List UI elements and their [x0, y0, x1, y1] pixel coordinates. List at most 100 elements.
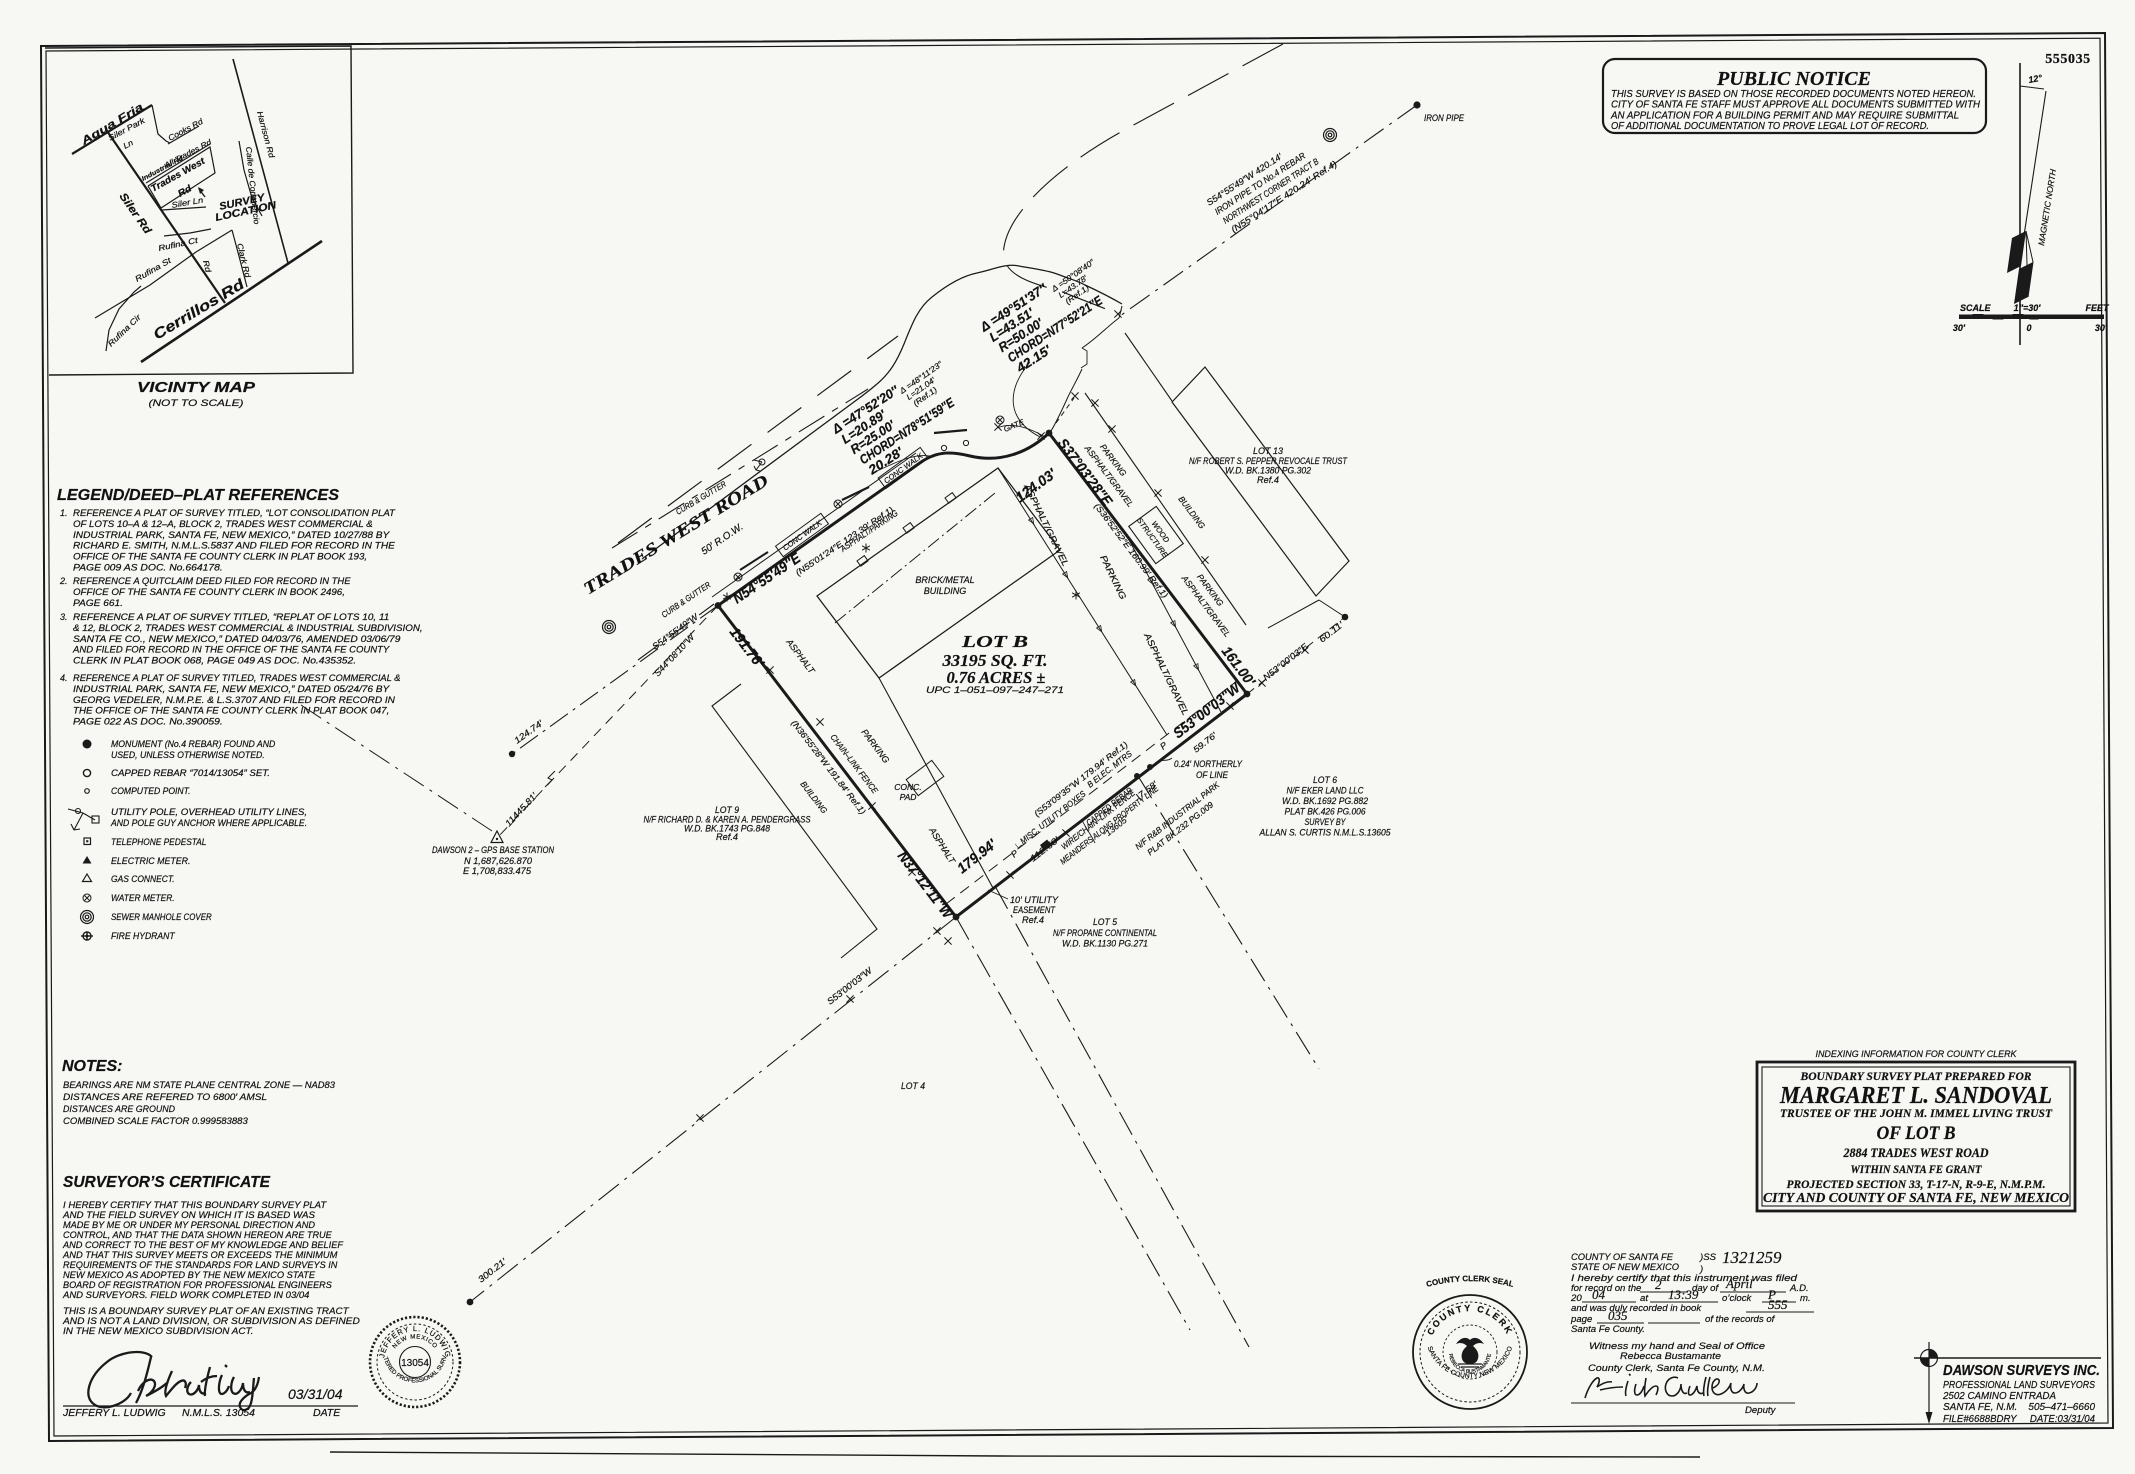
svg-text:April: April [1725, 1276, 1753, 1291]
svg-text:Siler Rd: Siler Rd [117, 191, 154, 237]
svg-text:JEFFERY L. LUDWIG: JEFFERY L. LUDWIG [377, 1324, 452, 1359]
svg-text:County Clerk, Santa Fe Cou: County Clerk, Santa Fe County, N.M. [1588, 1363, 1765, 1374]
svg-text:THIS SURVEY IS BASED ON T: THIS SURVEY IS BASED ON THOSE RECORDED D… [1611, 89, 1976, 100]
svg-text:OFFICE OF THE SANTA FE COUNTY: OFFICE OF THE SANTA FE COUNTY CLERK IN B… [73, 587, 345, 597]
svg-text:AND THE FIELD SURVEY ON W: AND THE FIELD SURVEY ON WHICH IT IS BASE… [62, 1210, 316, 1221]
svg-text:10′ UTILITY: 10′ UTILITY [1010, 895, 1059, 905]
svg-text:of the records of: of the records of [1705, 1314, 1776, 1325]
svg-text:VICINTY MAP: VICINTY MAP [137, 380, 255, 396]
svg-text:o’clock: o’clock [1722, 1293, 1753, 1304]
svg-text:FIRE HYDRANT: FIRE HYDRANT [111, 931, 176, 941]
svg-text:04: 04 [1592, 1287, 1606, 1302]
svg-text:Rebecca Bustamante: Rebecca Bustamante [1620, 1351, 1721, 1362]
svg-text:W.D. BK.1130 PG.271: W.D. BK.1130 PG.271 [1062, 939, 1148, 949]
svg-text:IN THE NEW MEXICO SUBDIVIS: IN THE NEW MEXICO SUBDIVISION ACT. [63, 1326, 253, 1337]
svg-text:ELECTRIC METER.: ELECTRIC METER. [111, 856, 191, 866]
svg-text:BOUNDARY SURVEY PLAT PREPARED: BOUNDARY SURVEY PLAT PREPARED FOR [1800, 1069, 2032, 1083]
svg-text:)SS: )SS [1699, 1252, 1717, 1263]
svg-text:N.M.L.S. 13054: N.M.L.S. 13054 [182, 1407, 255, 1419]
svg-text:m.: m. [1800, 1293, 1811, 1304]
svg-text:NOTES:: NOTES: [62, 1058, 122, 1075]
svg-text:MONUMENT (No.4 REBAR) FOUND AN: MONUMENT (No.4 REBAR) FOUND AND [111, 739, 276, 749]
svg-text:P: P [1009, 848, 1020, 860]
svg-text:ASPHALT/GRAVEL: ASPHALT/GRAVEL [1142, 630, 1191, 716]
svg-text:Deputy: Deputy [1745, 1405, 1777, 1416]
svg-text:USED, UNLESS OTHERWISE NOTED.: USED, UNLESS OTHERWISE NOTED. [111, 750, 265, 760]
svg-text:BEARINGS ARE NM STATE PLAN: BEARINGS ARE NM STATE PLANE CENTRAL ZONE… [63, 1080, 336, 1091]
svg-text:I hereby certify that this: I hereby certify that this instrument wa… [1571, 1273, 1798, 1284]
svg-text:COMPUTED POINT.: COMPUTED POINT. [111, 786, 191, 796]
svg-text:OF LOT B: OF LOT B [1877, 1124, 1956, 1144]
svg-text:FEET: FEET [2085, 303, 2110, 313]
svg-text:2.: 2. [59, 576, 68, 586]
svg-text:E 1,708,833.475: E 1,708,833.475 [463, 866, 532, 876]
svg-text:ASPHALT/GRAVEL: ASPHALT/GRAVEL [1022, 481, 1071, 567]
svg-text:Santa Fe County.: Santa Fe County. [1571, 1324, 1645, 1335]
svg-text:GEORG VEDELER, N.M.P.E. & L.S.: GEORG VEDELER, N.M.P.E. & L.S.3707 AND F… [73, 695, 395, 705]
svg-text:555: 555 [1768, 1297, 1788, 1312]
svg-text:LOT 9: LOT 9 [715, 805, 739, 815]
svg-text:1″=30′: 1″=30′ [2014, 303, 2042, 313]
svg-text:REFERENCE A QUITCLAIM DEED FIL: REFERENCE A QUITCLAIM DEED FILED FOR REC… [73, 576, 352, 586]
svg-text:ASPHALT: ASPHALT [784, 636, 818, 676]
svg-text:03/31/04: 03/31/04 [288, 1386, 343, 1402]
svg-text:at: at [1640, 1293, 1648, 1304]
svg-text:INDUSTRIAL PARK, SANTA FE, NEW: INDUSTRIAL PARK, SANTA FE, NEW MEXICO,” … [73, 530, 390, 540]
svg-text:DATE: DATE [313, 1407, 341, 1419]
svg-text:FILE#6688BDRY DATE:03/31/0: FILE#6688BDRY DATE:03/31/04 [1943, 1413, 2095, 1425]
svg-text:PAGE 022 AS DOC. No.390059.: PAGE 022 AS DOC. No.390059. [73, 717, 223, 727]
svg-text:Ref.4: Ref.4 [1257, 475, 1279, 485]
svg-text:LOT 13: LOT 13 [1253, 446, 1284, 456]
svg-text:GAS CONNECT.: GAS CONNECT. [111, 874, 175, 884]
svg-text:COUNTY CLERK: COUNTY CLERK [1425, 1303, 1515, 1337]
svg-text:13054: 13054 [401, 1358, 429, 1369]
svg-text:Witness my hand and Seal: Witness my hand and Seal of Office [1589, 1341, 1765, 1352]
svg-text:IRON PIPE: IRON PIPE [1424, 113, 1465, 123]
svg-text:N/F EKER LAND LLC: N/F EKER LAND LLC [1287, 786, 1364, 796]
svg-text:2502 CAMINO ENTRADA: 2502 CAMINO ENTRADA [1942, 1390, 2056, 1402]
svg-text:TELEPHONE PEDESTAL: TELEPHONE PEDESTAL [111, 837, 206, 847]
svg-text:Rd: Rd [201, 259, 213, 273]
svg-text:NEW MEXICO AS ADOPTED BY: NEW MEXICO AS ADOPTED BY THE NEW MEXICO … [63, 1270, 316, 1281]
svg-text:AND THAT THIS SURVEY MEETS: AND THAT THIS SURVEY MEETS OR EXCEEDS TH… [62, 1250, 337, 1261]
svg-text:LOT 4: LOT 4 [901, 1081, 925, 1091]
svg-text:AND SURVEYORS. FIELD WORK: AND SURVEYORS. FIELD WORK COMPLETED IN 0… [62, 1290, 309, 1301]
svg-text:CONC.: CONC. [894, 782, 921, 792]
svg-text:ALLAN S. CURTIS N.M.L.S.136: ALLAN S. CURTIS N.M.L.S.13605 [1259, 828, 1392, 838]
svg-text:0: 0 [2026, 323, 2031, 333]
svg-text:REFERENCE A PLAT OF SURVEY TIT: REFERENCE A PLAT OF SURVEY TITLED, “REPL… [73, 612, 389, 622]
svg-text:Ref.4: Ref.4 [1022, 915, 1044, 925]
svg-text:page: page [1570, 1314, 1592, 1325]
svg-text:for record on the: for record on the [1571, 1283, 1641, 1294]
svg-text:SCALE: SCALE [1960, 303, 1991, 313]
svg-text:30′: 30′ [1953, 323, 1966, 333]
svg-text:GATE: GATE [1002, 417, 1026, 434]
svg-text:SEWER MANHOLE COVER: SEWER MANHOLE COVER [111, 912, 212, 922]
svg-text:N53°00′03″E: N53°00′03″E [1261, 641, 1311, 683]
svg-text:555035: 555035 [2045, 52, 2091, 67]
svg-text:MAGNETIC NORTH: MAGNETIC NORTH [2036, 168, 2058, 247]
svg-text:Ln: Ln [122, 138, 136, 151]
svg-text:JEFFERY L. LUDWIG: JEFFERY L. LUDWIG [62, 1407, 166, 1419]
svg-text:LOT B: LOT B [961, 632, 1028, 651]
svg-text:PARKING: PARKING [1098, 553, 1128, 601]
svg-text:N/F ROBERT S. PEPPER REVOC: N/F ROBERT S. PEPPER REVOCALE TRUST [1189, 456, 1348, 466]
svg-text:REFERENCE A PLAT OF SURVEY TIT: REFERENCE A PLAT OF SURVEY TITLED, “LOT … [73, 508, 396, 518]
svg-text:W.D. BK.1692 PG.882: W.D. BK.1692 PG.882 [1282, 796, 1369, 806]
svg-text:): ) [1699, 1264, 1703, 1275]
svg-text:OF LOTS 10–A & 12–A, BLOCK 2,: OF LOTS 10–A & 12–A, BLOCK 2, TRADES WES… [73, 519, 373, 529]
svg-text:ASPHALT: ASPHALT [927, 825, 958, 867]
svg-text:AND IS NOT A LAND DIVISIO: AND IS NOT A LAND DIVISION, OR SUBDIVISI… [62, 1316, 360, 1327]
svg-text:TRADES WEST ROAD: TRADES WEST ROAD [580, 470, 772, 599]
svg-text:PROFESSIONAL LAND SURVEYORS: PROFESSIONAL LAND SURVEYORS [1943, 1379, 2095, 1391]
svg-text:2884 TRADES WEST ROAD: 2884 TRADES WEST ROAD [1843, 1146, 1989, 1160]
svg-text:TRUSTEE OF THE JOHN M. IMMEL L: TRUSTEE OF THE JOHN M. IMMEL LIVING TRUS… [1780, 1108, 2053, 1120]
svg-text:PAGE 009 AS DOC. No.664178.: PAGE 009 AS DOC. No.664178. [73, 563, 223, 573]
svg-text:N/F PROPANE CONTINENTAL: N/F PROPANE CONTINENTAL [1053, 928, 1157, 938]
svg-text:Rufina Cir: Rufina Cir [106, 313, 143, 349]
svg-text:P: P [1158, 740, 1169, 752]
svg-text:W.D. BK.1380 PG.302: W.D. BK.1380 PG.302 [1225, 466, 1312, 476]
svg-text:WITHIN SANTA FE GRANT: WITHIN SANTA FE GRANT [1851, 1164, 1983, 1176]
svg-text:AN APPLICATION FOR A BUILD: AN APPLICATION FOR A BUILDING PERMIT AND… [1610, 111, 1959, 122]
svg-text:DAWSON 2 – GPS BASE STATI: DAWSON 2 – GPS BASE STATION [432, 845, 554, 855]
